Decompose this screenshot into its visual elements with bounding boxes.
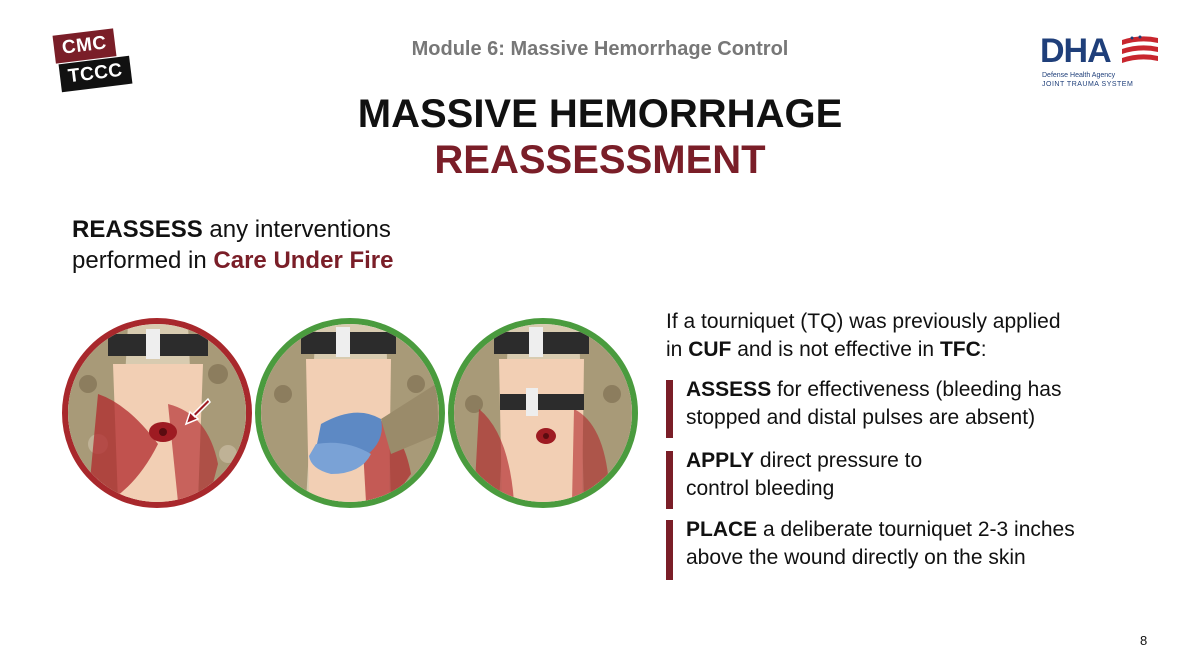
tq-intro-text: If a tourniquet (TQ) was previously appl…	[666, 308, 1146, 364]
step-apply-rest2: control bleeding	[686, 477, 835, 500]
slide-title-line1: MASSIVE HEMORRHAGE	[357, 92, 843, 136]
dha-subtitle: Defense Health Agency	[1042, 72, 1116, 79]
tq-intro-cuf: CUF	[688, 338, 732, 361]
tq-intro-colon: :	[980, 338, 987, 361]
illustration-deliberate-tq	[448, 318, 638, 508]
tq-intro-tfc: TFC	[939, 338, 981, 361]
step-bar	[666, 380, 673, 438]
step-assess: ASSESS for effectiveness (bleeding has s…	[666, 376, 1146, 438]
step-assess-rest2: stopped and distal pulses are absent)	[686, 406, 1036, 429]
step-place-rest1: a deliberate tourniquet 2-3 inches	[757, 518, 1075, 541]
lead-text1: any interventions	[202, 216, 391, 243]
step-place-bold: PLACE	[686, 518, 758, 541]
step-assess-bold: ASSESS	[686, 378, 772, 401]
leg-wound-illustration	[68, 324, 246, 502]
module-title: Module 6: Massive Hemorrhage Control	[411, 38, 789, 60]
dha-logo: DHA Defense Health Agency JOINT TRAUMA S…	[1038, 32, 1163, 92]
step-bar	[666, 451, 673, 509]
lead-highlight: Care Under Fire	[213, 247, 394, 274]
step-place-rest2: above the wound directly on the skin	[686, 546, 1026, 569]
step-place: PLACE a deliberate tourniquet 2-3 inches…	[666, 516, 1146, 580]
step-apply-rest1: direct pressure to	[754, 449, 923, 472]
step-apply-bold: APPLY	[686, 449, 755, 472]
page-number: 8	[1140, 633, 1148, 648]
flag-icon	[1122, 35, 1158, 63]
step-bar	[666, 520, 673, 580]
lead-text: REASSESS any interventions performed in …	[72, 214, 393, 276]
tq-intro-in: in	[666, 338, 689, 361]
illustration-direct-pressure	[255, 318, 445, 508]
lead-text2: performed in	[72, 247, 214, 274]
illustration-ineffective-tq	[62, 318, 252, 508]
step-apply: APPLY direct pressure to control bleedin…	[666, 447, 1146, 509]
lead-bold: REASSESS	[72, 216, 203, 243]
slide-title-line2: REASSESSMENT	[434, 138, 766, 182]
step-assess-rest1: for effectiveness (bleeding has	[771, 378, 1062, 401]
direct-pressure-illustration	[261, 324, 439, 502]
dha-system-label: JOINT TRAUMA SYSTEM	[1042, 81, 1134, 88]
dha-letters: DHA	[1040, 32, 1112, 70]
tq-intro-mid: and is not effective in	[731, 338, 940, 361]
tq-intro-line1: If a tourniquet (TQ) was previously appl…	[666, 310, 1061, 333]
deliberate-tourniquet-illustration	[454, 324, 632, 502]
